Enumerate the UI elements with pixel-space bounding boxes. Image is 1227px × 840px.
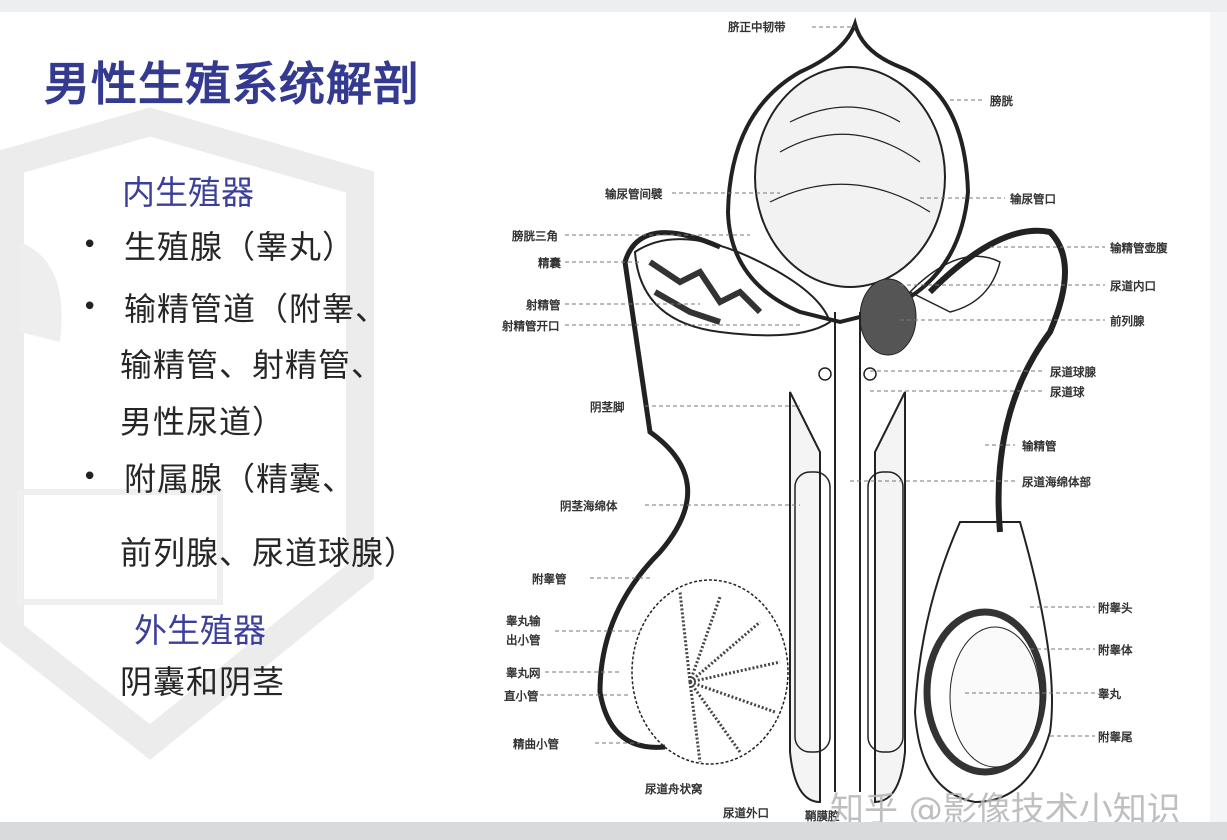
bladder bbox=[725, 17, 971, 325]
bottom-bar bbox=[0, 822, 1227, 840]
internal-organs-heading: 内生殖器 bbox=[122, 173, 254, 212]
slide: 男性生殖系统解剖 内生殖器 • 生殖腺（睾丸） • 输精管道（附睾、 输精管、射… bbox=[0, 12, 1210, 822]
bullet-icon: • bbox=[82, 292, 98, 322]
label-straight-tubules: 直小管 bbox=[504, 689, 539, 703]
prostate bbox=[859, 255, 1001, 356]
label-median-umbilical-ligament: 脐正中韧带 bbox=[728, 20, 786, 34]
label-spongy-urethra: 尿道海绵体部 bbox=[1022, 475, 1091, 489]
label-prostate: 前列腺 bbox=[1110, 314, 1145, 328]
label-urethral-bulb: 尿道球 bbox=[1050, 385, 1085, 399]
label-internal-urethral-orifice: 尿道内口 bbox=[1110, 279, 1156, 293]
vas-deferens-right bbox=[927, 227, 1068, 533]
label-testis: 睾丸 bbox=[1098, 687, 1121, 701]
label-bladder: 膀胱 bbox=[990, 94, 1013, 108]
label-trigone: 膀胱三角 bbox=[512, 229, 558, 243]
label-tunica-vaginalis-cavity: 鞘膜腔 bbox=[805, 809, 840, 822]
background-logo-watermark bbox=[0, 107, 374, 760]
external-organs-heading: 外生殖器 bbox=[134, 611, 266, 650]
label-efferent-ductules: 睾丸输 bbox=[506, 614, 541, 628]
label-navicular-fossa: 尿道舟状窝 bbox=[645, 782, 703, 796]
external-organs-text: 阴囊和阴茎 bbox=[120, 663, 286, 701]
vas-deferens-left bbox=[597, 230, 722, 750]
top-bar bbox=[0, 0, 1227, 12]
urethra-penis bbox=[789, 312, 906, 804]
label-vas-deferens: 输精管 bbox=[1022, 439, 1057, 453]
anatomy-diagram bbox=[540, 17, 1105, 804]
slide-title: 男性生殖系统解剖 bbox=[44, 57, 420, 111]
scrollbar-track[interactable] bbox=[1210, 12, 1227, 822]
bullet-text: 输精管道（附睾、 bbox=[124, 290, 389, 328]
label-crus-penis: 阴茎脚 bbox=[590, 400, 625, 414]
label-external-urethral-orifice: 尿道外口 bbox=[723, 806, 769, 820]
label-rete-testis: 睾丸网 bbox=[506, 666, 541, 680]
label-ampulla: 输精管壶腹 bbox=[1110, 241, 1168, 255]
label-ureteric-orifice: 输尿管口 bbox=[1010, 192, 1056, 206]
label-body-epididymis: 附睾体 bbox=[1098, 643, 1133, 657]
label-bulbourethral-gland: 尿道球腺 bbox=[1050, 365, 1096, 379]
watermark-text: 知乎 @影像技术小知识 bbox=[830, 790, 1181, 822]
label-epididymal-duct: 附睾管 bbox=[532, 572, 567, 586]
label-tail-epididymis: 附睾尾 bbox=[1098, 730, 1133, 744]
label-efferent-ductules: 出小管 bbox=[506, 633, 541, 647]
bullet-text: 附属腺（精囊、 bbox=[124, 460, 356, 498]
label-head-epididymis: 附睾头 bbox=[1098, 601, 1133, 615]
bullet-icon: • bbox=[82, 462, 98, 492]
leader-lines bbox=[540, 26, 1105, 744]
bullet-text: 输精管、射精管、 bbox=[120, 346, 385, 384]
label-ejaculatory-duct-opening: 射精管开口 bbox=[502, 319, 560, 333]
bullet-text: 前列腺、尿道球腺） bbox=[120, 534, 418, 572]
bullet-icon: • bbox=[82, 230, 98, 260]
bullet-text: 男性尿道） bbox=[120, 403, 286, 441]
bullet-text: 生殖腺（睾丸） bbox=[124, 228, 356, 266]
label-seminiferous-tubules: 精曲小管 bbox=[513, 737, 559, 751]
testis-left bbox=[631, 579, 789, 765]
label-ejaculatory-duct: 射精管 bbox=[526, 298, 561, 312]
label-corpus-cavernosum: 阴茎海绵体 bbox=[560, 499, 618, 513]
testis-right bbox=[913, 521, 1053, 804]
label-seminal-vesicle: 精囊 bbox=[538, 256, 561, 270]
label-interureteric-fold: 输尿管间襞 bbox=[605, 187, 663, 201]
